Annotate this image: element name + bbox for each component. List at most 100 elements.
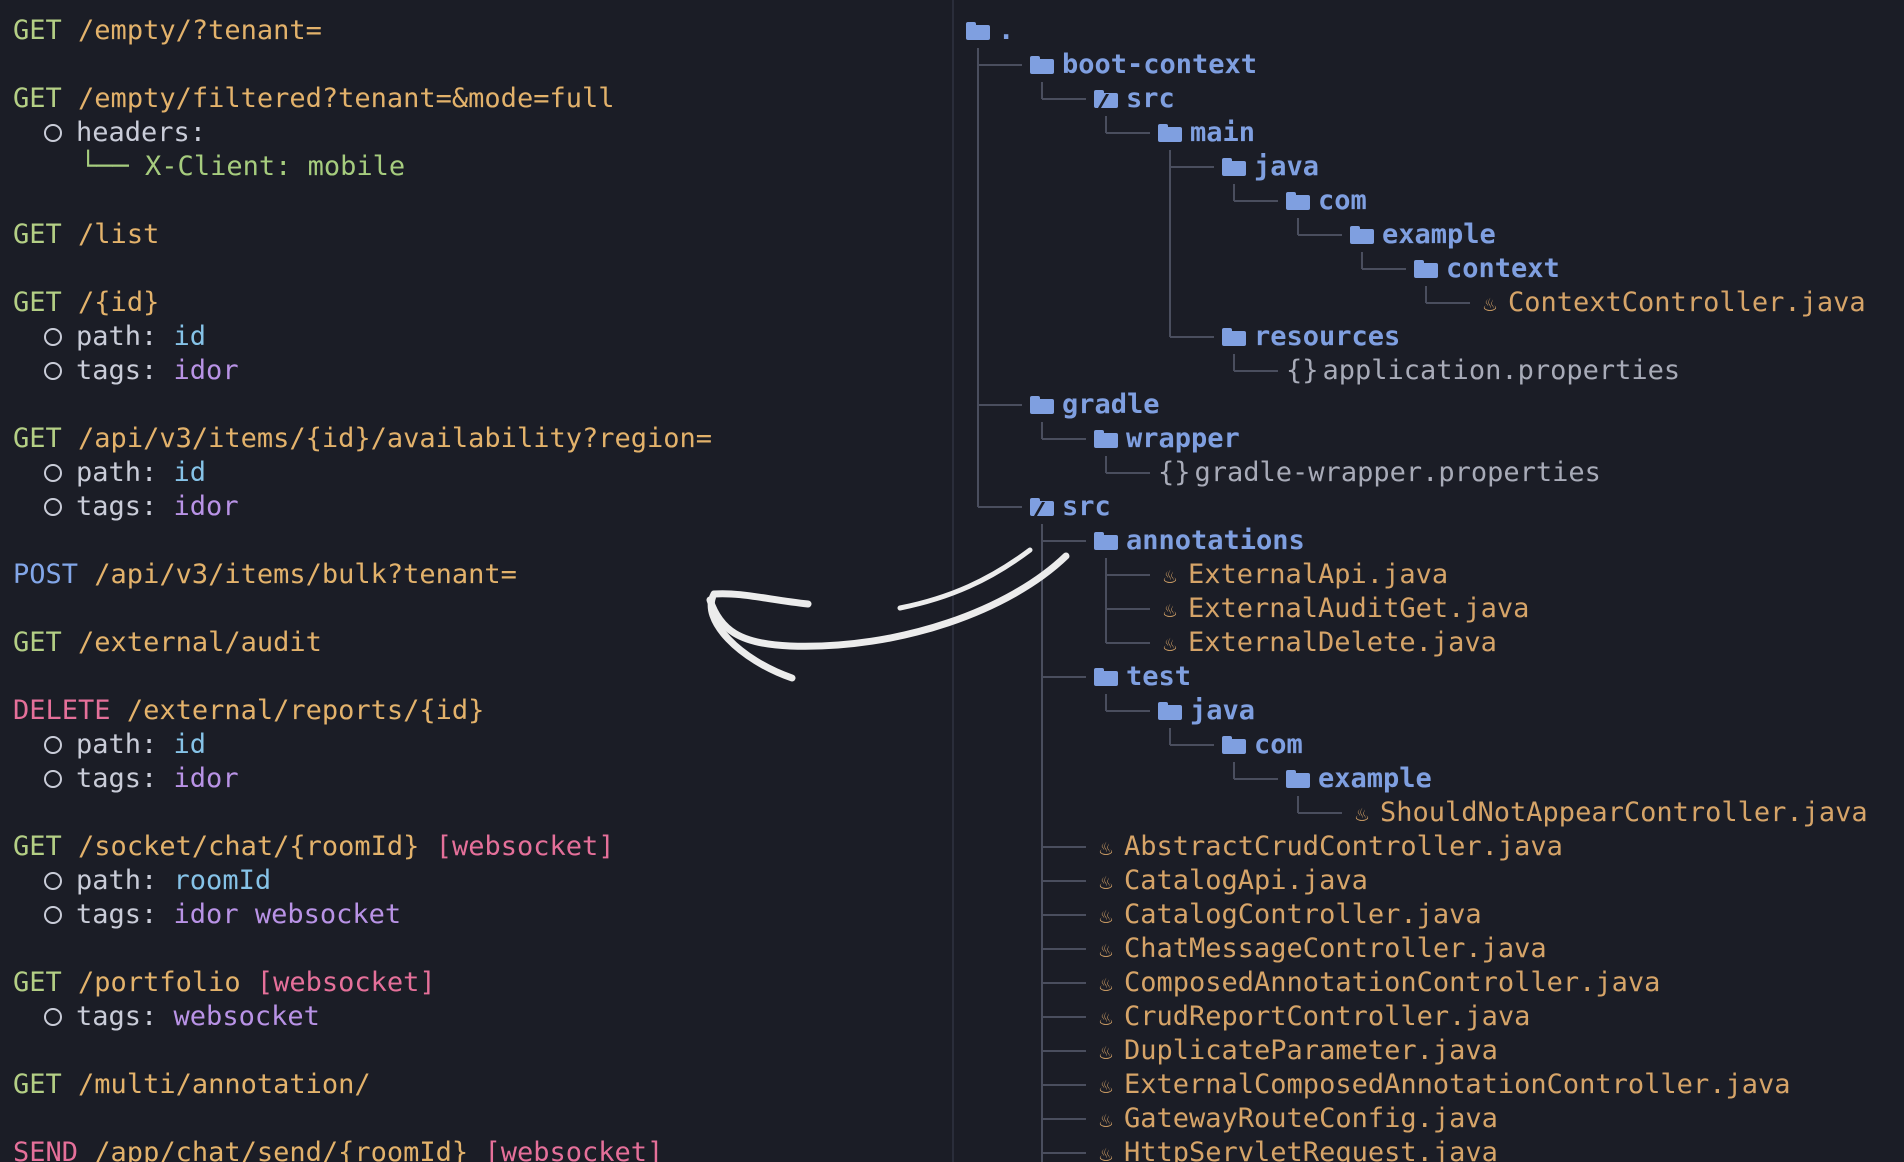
tree-item-test[interactable]: test <box>1094 660 1191 694</box>
folder-icon <box>1094 532 1118 550</box>
tree-item-label: java <box>1190 695 1256 726</box>
tree-item-externalapi-java[interactable]: ♨ExternalApi.java <box>1158 558 1448 592</box>
pane-divider[interactable] <box>952 0 954 1162</box>
headers-label: headers: <box>76 117 207 148</box>
tree-item-label: java <box>1254 151 1320 182</box>
tree-item-java[interactable]: java <box>1158 694 1255 728</box>
endpoint-row[interactable]: GET /api/v3/items/{id}/availability?regi… <box>13 422 712 456</box>
properties-file-icon: {} <box>1286 355 1319 386</box>
tree-item-catalogapi-java[interactable]: ♨CatalogApi.java <box>1094 864 1368 898</box>
endpoint-row[interactable]: GET /multi/annotation/ <box>13 1068 371 1102</box>
bullet-icon <box>44 906 62 924</box>
endpoint-row[interactable]: GET /empty/?tenant= <box>13 14 322 48</box>
tags-label: tags: <box>76 355 158 386</box>
tree-item-com[interactable]: com <box>1222 728 1303 762</box>
tree-item-contextcontroller-java[interactable]: ♨ ContextController.java <box>1478 286 1866 320</box>
tree-item-src[interactable]: src <box>1094 82 1175 116</box>
path-param: id <box>173 729 207 760</box>
tree-item-main[interactable]: main <box>1158 116 1255 150</box>
endpoint-row[interactable]: GET /socket/chat/{roomId} [websocket] <box>13 830 615 864</box>
header-value: X-Client: mobile <box>145 151 406 182</box>
folder-icon <box>966 22 990 40</box>
tags-label: tags: <box>76 1001 158 1032</box>
java-file-icon: ♨ <box>1163 632 1177 657</box>
tree-item-crudreportcontroller-java[interactable]: ♨ CrudReportController.java <box>1094 1000 1530 1034</box>
tree-item-label: gradle <box>1062 389 1160 420</box>
tags-row: tags: websocket <box>44 1000 320 1034</box>
endpoint-row[interactable]: GET /empty/filtered?tenant=&mode=full <box>13 82 614 116</box>
endpoint-path: /external/audit <box>78 627 322 658</box>
tree-root[interactable]: . <box>966 14 1014 48</box>
tree-item-httpservletrequest-java[interactable]: ♨HttpServletRequest.java <box>1094 1136 1498 1162</box>
tree-item-label: CatalogApi.java <box>1124 865 1368 896</box>
endpoint-row[interactable]: GET /external/audit <box>13 626 322 660</box>
folder-icon <box>1414 260 1438 278</box>
tree-item-externalauditget-java[interactable]: ♨ ExternalAuditGet.java <box>1158 592 1529 626</box>
tree-item-annotations[interactable]: annotations <box>1094 524 1305 558</box>
tree-item-gradle-wrapper-properties[interactable]: {}gradle-wrapper.properties <box>1158 456 1601 490</box>
endpoint-row[interactable]: SEND /app/chat/send/{roomId} [websocket] <box>13 1136 663 1162</box>
tree-item-src[interactable]: src <box>1030 490 1111 524</box>
endpoint-row[interactable]: GET /list <box>13 218 159 252</box>
endpoint-row[interactable]: GET /portfolio [websocket] <box>13 966 436 1000</box>
headers-row: headers: <box>44 116 206 150</box>
endpoint-path: /api/v3/items/bulk?tenant= <box>94 559 517 590</box>
websocket-badge: [websocket] <box>435 831 615 862</box>
tree-item-externaldelete-java[interactable]: ♨ExternalDelete.java <box>1158 626 1496 660</box>
tree-item-label: main <box>1190 117 1256 148</box>
tree-item-example[interactable]: example <box>1286 762 1432 796</box>
tree-item-shouldnotappearcontroller-java[interactable]: ♨ShouldNotAppearController.java <box>1350 796 1868 830</box>
tree-item-com[interactable]: com <box>1286 184 1367 218</box>
folder-icon <box>1222 158 1246 176</box>
http-method: GET <box>13 423 62 454</box>
endpoint-row[interactable]: DELETE /external/reports/{id} <box>13 694 484 728</box>
java-file-icon: ♨ <box>1099 1108 1113 1133</box>
folder-icon <box>1286 770 1310 788</box>
path-param: id <box>173 321 207 352</box>
http-method: GET <box>13 627 62 658</box>
tag: idor <box>173 899 239 930</box>
tree-item-abstractcrudcontroller-java[interactable]: ♨AbstractCrudController.java <box>1094 830 1563 864</box>
java-file-icon: ♨ <box>1163 598 1177 623</box>
endpoint-list-pane: GET /empty/?tenant= GET /empty/filtered?… <box>13 14 712 1162</box>
http-method: GET <box>13 219 62 250</box>
folder-icon <box>1286 192 1310 210</box>
tree-item-context[interactable]: context <box>1414 252 1560 286</box>
tree-item-application-properties[interactable]: {}application.properties <box>1286 354 1680 388</box>
tags-label: tags: <box>76 763 158 794</box>
tree-item-label: CatalogController.java <box>1124 899 1482 930</box>
tree-item-label: ExternalAuditGet.java <box>1188 593 1530 624</box>
tree-item-label: CrudReportController.java <box>1124 1001 1531 1032</box>
java-file-icon: ♨ <box>1483 292 1497 317</box>
tree-item-gradle[interactable]: gradle <box>1030 388 1160 422</box>
tree-item-externalcomposedannotationcontroller-java[interactable]: ♨ExternalComposedAnnotationController.ja… <box>1094 1068 1790 1102</box>
tree-item-composedannotationcontroller-java[interactable]: ♨ComposedAnnotationController.java <box>1094 966 1660 1000</box>
path-param-row: path: id <box>44 728 206 762</box>
tree-item-label: annotations <box>1126 525 1305 556</box>
tree-item-boot-context[interactable]: boot-context <box>1030 48 1257 82</box>
tree-item-wrapper[interactable]: wrapper <box>1094 422 1240 456</box>
endpoint-path: /app/chat/send/{roomId} <box>94 1137 469 1162</box>
tree-item-label: ContextController.java <box>1508 287 1866 318</box>
folder-icon <box>1094 430 1118 448</box>
endpoint-row[interactable]: GET /{id} <box>13 286 159 320</box>
tree-item-catalogcontroller-java[interactable]: ♨CatalogController.java <box>1094 898 1482 932</box>
tree-item-label: example <box>1382 219 1496 250</box>
tree-item-label: ExternalComposedAnnotationController.jav… <box>1124 1069 1791 1100</box>
tree-item-resources[interactable]: resources <box>1222 320 1400 354</box>
http-method: DELETE <box>13 695 111 726</box>
path-param-row: path: id <box>44 456 206 490</box>
tags-label: tags: <box>76 899 158 930</box>
tags-row: tags: idor <box>44 490 239 524</box>
endpoint-row[interactable]: POST /api/v3/items/bulk?tenant= <box>13 558 517 592</box>
tree-item-java[interactable]: java <box>1222 150 1319 184</box>
tree-item-example[interactable]: example <box>1350 218 1496 252</box>
path-label: path: <box>76 729 158 760</box>
java-file-icon: ♨ <box>1099 1006 1113 1031</box>
tree-item-duplicateparameter-java[interactable]: ♨DuplicateParameter.java <box>1094 1034 1498 1068</box>
tree-item-label: wrapper <box>1126 423 1240 454</box>
tree-item-chatmessagecontroller-java[interactable]: ♨ChatMessageController.java <box>1094 932 1546 966</box>
tree-item-label: ShouldNotAppearController.java <box>1380 797 1868 828</box>
tree-item-gatewayrouteconfig-java[interactable]: ♨GatewayRouteConfig.java <box>1094 1102 1498 1136</box>
